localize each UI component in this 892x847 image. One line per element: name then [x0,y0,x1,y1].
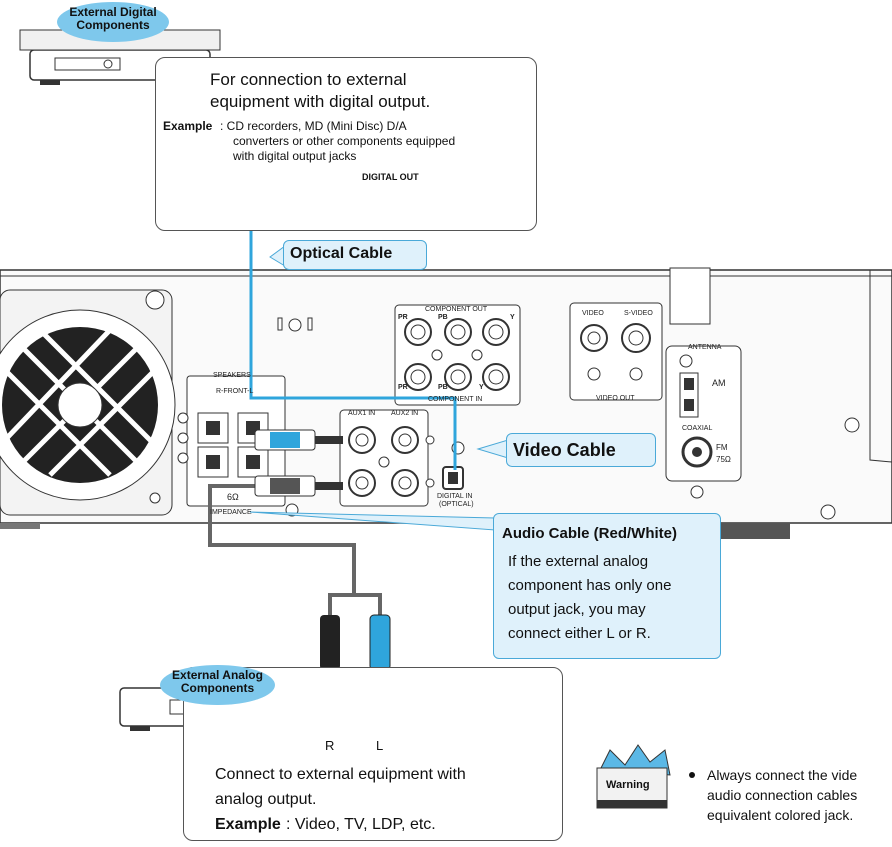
audio-cable-callout [493,513,721,659]
video-cable-label: Video Cable [513,440,616,460]
digital-line2: equipment with digital output. [210,92,431,111]
warning-icon-label: Warning [606,779,650,791]
callout-pointers [249,245,509,531]
pb-label-bottom: PB [438,384,448,391]
digital-info-box [155,57,537,231]
digital-example-line2: converters or other components equipped [233,134,456,148]
pr-label-bottom: PR [398,384,408,391]
audio-cable-title: Audio Cable (Red/White) [502,525,677,542]
six-ohm-label: 6Ω [227,492,239,502]
warning-icon [596,744,671,809]
digital-example-label: Example [163,119,213,133]
impedance-label: IMPEDANCE [210,509,252,516]
component-in-label: COMPONENT IN [428,396,483,403]
analog-example-label: Example [215,816,281,833]
audio-callout-line1: If the external analog [508,553,649,570]
digital-in-jack [442,466,464,490]
jack-r-label: R [325,738,335,753]
audio-callout-line4: connect either L or R. [508,625,651,642]
aux1-in-label: AUX1 IN [348,410,376,417]
jack-l-label: L [376,738,384,753]
digital-in-label: DIGITAL IN [437,493,473,500]
analog-line1: Connect to external equipment with [215,766,466,783]
analog-example-text: : Video, TV, LDP, etc. [286,816,436,833]
antenna-terminals [665,267,742,482]
digital-components-bubble: External Digital Components [57,2,169,42]
speakers-label: SPEAKERS [213,372,251,379]
digital-example-line3: with digital output jacks [233,149,357,163]
coaxial-label: COAXIAL [682,425,713,432]
warning-line3: equivalent colored jack. [707,807,854,823]
y-label-bottom: Y [479,384,484,391]
fm-ohm-label: 75Ω [716,455,731,464]
optical-cable-callout [283,240,427,270]
aux-in-jacks [339,409,435,507]
cooling-fan [0,289,176,516]
component-out-label: COMPONENT OUT [425,306,488,313]
warning-line2: audio connection cables [707,787,858,803]
digital-components-title: External Digital Components [69,5,157,32]
aux2-in-label: AUX2 IN [391,410,419,417]
video-out-jacks [569,302,663,401]
am-label: AM [712,378,726,388]
audio-callout-line2: component has only one [508,577,672,594]
bullet-icon [689,772,695,778]
video-cable-callout [506,433,656,467]
audio-callout-line3: output jack, you may [508,601,646,618]
s-video-label: S-VIDEO [624,310,653,317]
video-out-label: VIDEO OUT [596,395,635,402]
digital-out-label: DIGITAL OUT [362,172,419,182]
y-label-top: Y [510,314,515,321]
panel-plugs [254,429,343,497]
analog-components-title: External Analog Components [172,668,263,695]
antenna-label: ANTENNA [688,344,722,351]
optical-label: (OPTICAL) [439,501,474,508]
r-front-l-label: R-FRONT-L [216,388,254,395]
warning-line1: Always connect the vide [707,767,858,783]
fm-label: FM [716,443,728,452]
analog-components-bubble: External Analog Components [160,665,275,705]
digital-line1: For connection to external [210,70,407,89]
video-label: VIDEO [582,310,604,317]
digital-example-line1: : CD recorders, MD (Mini Disc) D/A [220,119,407,133]
pr-label-top: PR [398,314,408,321]
analog-line2: analog output. [215,791,317,808]
pb-label-top: PB [438,314,448,321]
optical-cable-label: Optical Cable [290,245,393,262]
panel-screws [277,317,860,520]
component-jacks [394,304,521,406]
